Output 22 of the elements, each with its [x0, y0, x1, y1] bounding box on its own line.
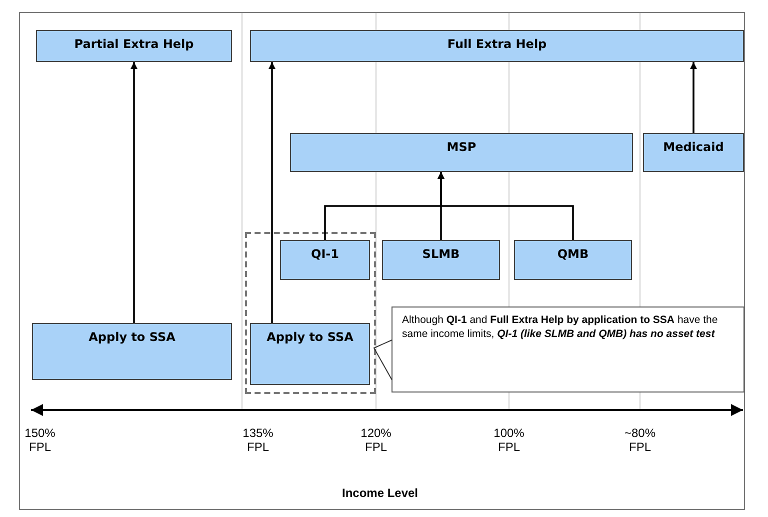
program-box: Full Extra Help [250, 30, 744, 62]
program-box: QI-1 [280, 240, 370, 280]
callout-pointer [373, 340, 392, 380]
tick-label: 135% FPL [242, 426, 274, 454]
axis-title: Income Level [340, 486, 420, 500]
arrow [438, 172, 574, 240]
tick-label: 100% FPL [492, 426, 526, 454]
tick-label: 150% FPL [24, 426, 56, 454]
program-box: Medicaid [643, 133, 744, 172]
arrow [690, 62, 697, 133]
program-box: Partial Extra Help [36, 30, 232, 62]
program-box: MSP [290, 133, 633, 172]
tick-label: ~80% FPL [623, 426, 657, 454]
program-box: Apply to SSA [250, 323, 370, 385]
tick-label: 120% FPL [360, 426, 392, 454]
dashed-group-box [245, 232, 376, 394]
program-box: SLMB [382, 240, 500, 280]
callout-note: Although QI-1 and Full Extra Help by application to SSA have the same income limits, QI-1 (like SLMB and QMB) has no asset test [392, 307, 744, 392]
arrow [130, 62, 138, 323]
program-box: QMB [514, 240, 632, 280]
arrow [268, 62, 276, 323]
program-box: Apply to SSA [32, 323, 232, 380]
